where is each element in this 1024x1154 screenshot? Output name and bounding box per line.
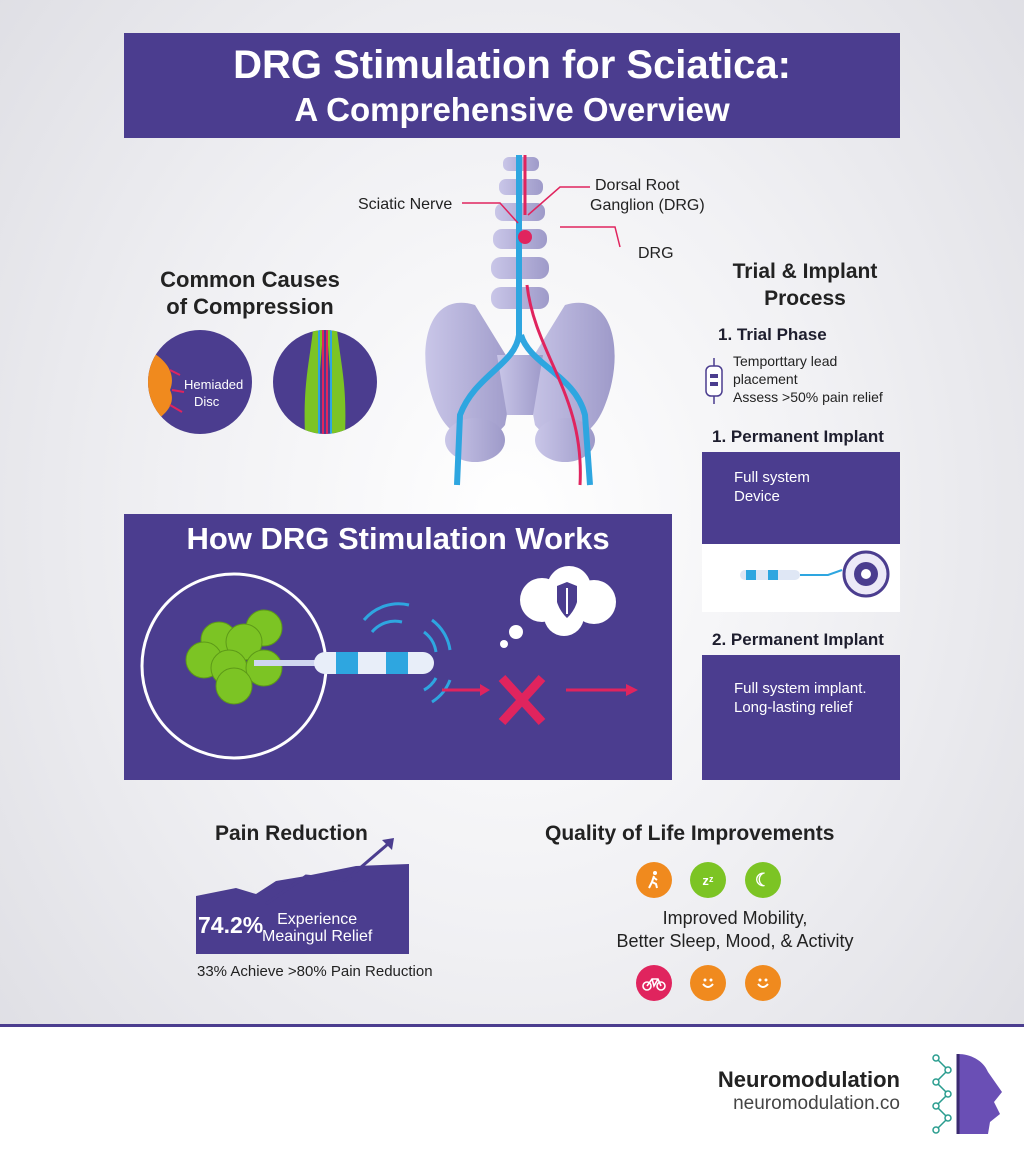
title-banner: DRG Stimulation for Sciatica: A Comprehe…	[124, 33, 900, 138]
brand-logo	[932, 1054, 1002, 1134]
pain-trend-chart	[196, 838, 409, 954]
permanent-2-line-2: Long-lasting relief	[734, 699, 853, 716]
brand-block: Neuromodulation neuromodulation.co	[718, 1067, 900, 1115]
stimulation-diagram	[140, 566, 638, 760]
qol-line-2: Better Sleep, Mood, & Activity	[616, 931, 854, 951]
smile-icon	[745, 965, 781, 1001]
implant-device-strip	[702, 544, 900, 612]
stenosis-circle	[273, 330, 377, 434]
herniated-disc-icon	[148, 350, 185, 425]
permanent-1-line-1: Full system	[734, 469, 810, 486]
qol-heading: Quality of Life Improvements	[545, 822, 835, 845]
permanent-implant-1-panel: Full system Device	[702, 452, 900, 544]
herniated-disc-label: Hemiaded Disc	[184, 376, 243, 410]
permanent-implant-2-title: 2. Permanent Implant	[712, 630, 884, 649]
drg-label-line-1: Dorsal Root	[595, 177, 680, 194]
causes-heading: Common Causes of Compression	[140, 266, 360, 320]
sciatic-nerve-label: Sciatic Nerve	[358, 196, 453, 213]
permanent-implant-1-title: 1. Permanent Implant	[712, 427, 884, 446]
causes-heading-line-1: Common Causes	[160, 267, 340, 292]
sleep-icon: zᶻ	[690, 862, 726, 898]
smile-icon	[690, 965, 726, 1001]
herniated-line-1: Hemiaded	[184, 377, 244, 392]
qol-text: Improved Mobility, Better Sleep, Mood, &…	[540, 907, 930, 953]
pain-stat-line-2: Meaingul Relief	[262, 928, 373, 945]
moon-icon: ☾	[745, 862, 781, 898]
how-it-works-heading: How DRG Stimulation Works	[186, 521, 610, 556]
pain-secondary-stat: 33% Achieve >80% Pain Reduction	[197, 963, 433, 980]
anatomy-leader-lines	[462, 186, 621, 248]
trial-device-icon	[705, 358, 723, 404]
permanent-implant-2-panel: Full system implant. Long-lasting relief	[702, 655, 900, 780]
spinal-canal-icon	[304, 330, 346, 434]
trial-line-1: Temporttary lead	[733, 353, 838, 369]
pain-stat-label: Experience Meaingul Relief	[262, 911, 372, 945]
title-line-1: DRG Stimulation for Sciatica:	[233, 43, 791, 87]
pain-stat-value: 74.2%	[198, 912, 264, 938]
trial-phase-title: 1. Trial Phase	[718, 325, 827, 344]
permanent-2-line-1: Full system implant.	[734, 680, 867, 697]
brand-name[interactable]: Neuromodulation	[717, 1067, 900, 1092]
footer: Neuromodulation neuromodulation.co	[0, 1024, 1024, 1154]
implant-device-icon	[740, 550, 890, 598]
trial-line-3: Assess >50% pain relief	[733, 389, 883, 405]
herniated-line-2: Disc	[194, 394, 220, 409]
qol-line-1: Improved Mobility,	[662, 908, 808, 928]
spine-pelvis-illustration	[425, 155, 615, 486]
permanent-1-line-2: Device	[734, 488, 780, 505]
trial-phase-text: Temporttary lead placement Assess >50% p…	[733, 352, 883, 406]
bicycle-icon	[636, 965, 672, 1001]
drg-label-line-2: Ganglion (DRG)	[590, 197, 705, 214]
process-heading-line-2: Process	[764, 287, 846, 310]
herniated-disc-circle: Hemiaded Disc	[148, 330, 252, 434]
process-heading-line-1: Trial & Implant	[732, 260, 878, 283]
process-heading: Trial & Implant Process	[710, 258, 900, 312]
causes-heading-line-2: of Compression	[166, 294, 334, 319]
drg-short-label: DRG	[638, 245, 674, 262]
title-line-2: A Comprehensive Overview	[294, 91, 730, 128]
pain-heading: Pain Reduction	[215, 822, 368, 845]
walking-icon	[636, 862, 672, 898]
trial-line-2: placement	[733, 371, 798, 387]
pain-stat-line-1: Experience	[277, 911, 358, 928]
brand-url[interactable]: neuromodulation.co	[733, 1093, 900, 1114]
